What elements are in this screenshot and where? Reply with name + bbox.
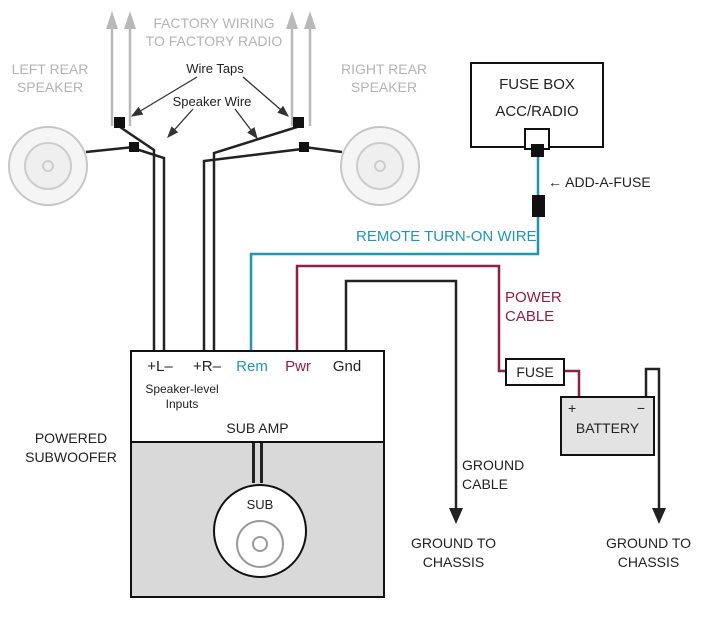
sub-amp-label: SUB AMP (226, 420, 289, 436)
power-cable-line2: CABLE (505, 308, 555, 325)
wire-tap-squares (114, 117, 309, 152)
add-a-fuse-label: ← ADD-A-FUSE (548, 174, 651, 190)
sub-connection-wire-left (252, 443, 255, 483)
fuse-box-title: FUSE BOX (499, 76, 575, 93)
factory-wiring-line1: FACTORY WIRING (153, 15, 275, 31)
powered-subwoofer-line2: SUBWOOFER (25, 449, 117, 465)
wire-taps-label: Wire Taps (186, 61, 244, 76)
left-speaker-icon (8, 126, 88, 206)
ground-to-chassis-amp-line1: GROUND TO (410, 535, 497, 551)
right-speaker-icon (340, 126, 420, 206)
speaker-level-line1: Speaker-level (145, 382, 219, 396)
powered-subwoofer-label: POWERED SUBWOOFER (20, 429, 122, 467)
speaker-level-line2: Inputs (165, 397, 199, 411)
sub-driver-icon (213, 484, 307, 578)
battery-minus-terminal: − (636, 400, 645, 416)
factory-wiring-label: FACTORY WIRING TO FACTORY RADIO (134, 14, 294, 50)
battery-ground-path (644, 367, 666, 524)
subwoofer-box: SUB (130, 441, 385, 598)
label-pointer-arrows (130, 76, 289, 140)
ground-to-chassis-label-battery: GROUND TO CHASSIS (600, 534, 697, 572)
power-cable-label: POWER CABLE (505, 288, 562, 326)
right-rear-speaker-line2: SPEAKER (350, 79, 418, 95)
power-cable-line1: POWER (505, 289, 562, 306)
sub-connection-wire-right (260, 443, 263, 483)
factory-wiring-line2: TO FACTORY RADIO (145, 33, 283, 49)
right-speaker-dust-cap (374, 160, 386, 172)
acc-radio-label: ACC/RADIO (495, 103, 579, 120)
sub-label: SUB (246, 497, 274, 512)
ground-to-chassis-amp-line2: CHASSIS (422, 554, 485, 570)
inline-fuse: FUSE (505, 358, 565, 386)
speaker-wires (85, 125, 343, 350)
remote-turn-on-wire-label: REMOTE TURN-ON WIRE (356, 228, 537, 245)
sub-driver-dust-cap (252, 536, 268, 552)
left-speaker-dust-cap (42, 160, 54, 172)
sub-driver-inner-ring (236, 520, 284, 568)
left-rear-speaker-label: LEFT REAR SPEAKER (4, 60, 96, 96)
terminal-right-input: +R– (193, 358, 221, 375)
right-rear-speaker-label: RIGHT REAR SPEAKER (336, 60, 432, 96)
ground-cable-path (344, 279, 463, 524)
ground-cable-line2: CABLE (462, 476, 508, 492)
left-speaker-inner-ring (24, 142, 72, 190)
terminal-left-input: +L– (147, 358, 173, 375)
left-rear-speaker-line2: SPEAKER (16, 79, 84, 95)
terminal-ground: Gnd (332, 358, 362, 375)
terminal-remote: Rem (236, 358, 268, 375)
factory-wiring-arrows (106, 11, 316, 126)
battery-plus-terminal: + (568, 400, 577, 416)
speaker-wire-label: Speaker Wire (172, 94, 252, 109)
ground-to-chassis-label-amp: GROUND TO CHASSIS (405, 534, 502, 572)
add-a-fuse-body (532, 195, 545, 217)
left-rear-speaker-line1: LEFT REAR (11, 61, 89, 77)
fuse-box: FUSE BOX ACC/RADIO (470, 62, 604, 148)
powered-subwoofer-line1: POWERED (34, 430, 108, 446)
terminal-power: Pwr (285, 358, 311, 375)
fuse-tap-connector-icon (531, 144, 544, 157)
right-rear-speaker-line1: RIGHT REAR (340, 61, 428, 77)
ground-cable-label: GROUND CABLE (462, 456, 524, 494)
ground-cable-line1: GROUND (462, 457, 525, 473)
speaker-level-inputs-label: Speaker-level Inputs (134, 382, 230, 412)
ground-to-chassis-battery-line1: GROUND TO (605, 535, 692, 551)
sub-amp-box: +L– +R– Rem Pwr Gnd Speaker-level Inputs… (130, 350, 385, 443)
power-cable-path (295, 264, 581, 398)
battery: + − BATTERY (560, 396, 655, 456)
right-speaker-inner-ring (356, 142, 404, 190)
battery-label: BATTERY (575, 420, 640, 436)
ground-to-chassis-battery-line2: CHASSIS (617, 554, 680, 570)
